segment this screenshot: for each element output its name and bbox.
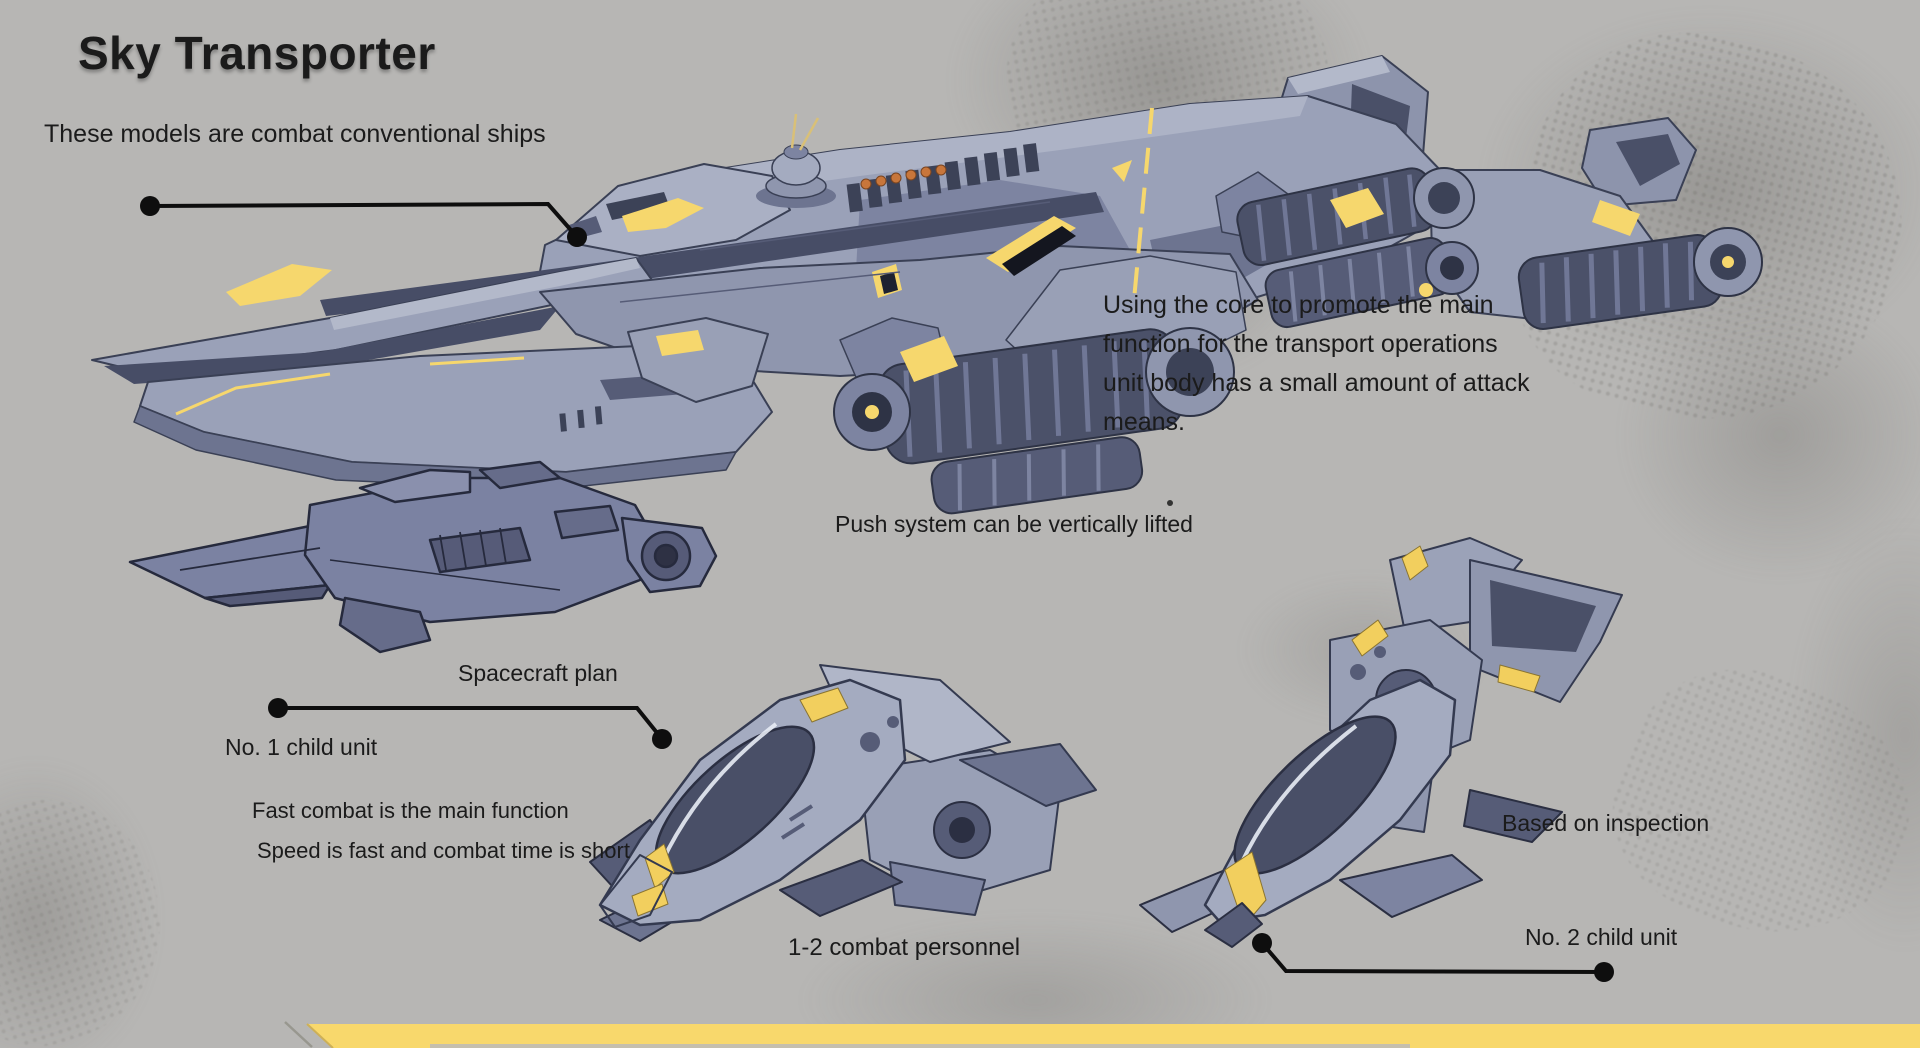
spacecraft-plan-sketch xyxy=(128,460,718,654)
accent-bar xyxy=(284,1021,1920,1048)
child-unit-2-label: No. 2 child unit xyxy=(1525,924,1678,950)
main-ship-note-line: unit body has a small amount of attack xyxy=(1103,369,1530,397)
callout-line-spacecraft-plan xyxy=(268,698,672,749)
child-unit-1-illustration xyxy=(589,664,1097,942)
main-ship-note-line: means. xyxy=(1103,408,1185,436)
child-unit-1-description-2: Speed is fast and combat time is short xyxy=(257,838,630,863)
main-ship-note-line: function for the transport operations xyxy=(1103,330,1498,358)
main-ship-illustration xyxy=(91,55,1763,515)
subtitle: These models are combat conventional shi… xyxy=(44,120,546,148)
child-unit-1-label: No. 1 child unit xyxy=(225,734,378,760)
combat-personnel-label: 1-2 combat personnel xyxy=(788,934,1021,961)
main-ship-note-line: Using the core to promote the main xyxy=(1103,291,1494,319)
based-on-inspection-label: Based on inspection xyxy=(1502,810,1710,836)
spacecraft-plan-label: Spacecraft plan xyxy=(458,660,618,686)
child-unit-1-description-1: Fast combat is the main function xyxy=(252,798,569,823)
callout-line-main-ship xyxy=(140,196,587,247)
stray-dot xyxy=(1167,500,1173,506)
page-title: Sky Transporter xyxy=(78,27,436,79)
child-unit-2-illustration xyxy=(1139,537,1623,948)
push-system-label: Push system can be vertically lifted xyxy=(835,511,1193,537)
callout-line-no2-child-unit xyxy=(1252,933,1614,982)
main-ship-note: Using the core to promote the main funct… xyxy=(1103,286,1530,442)
